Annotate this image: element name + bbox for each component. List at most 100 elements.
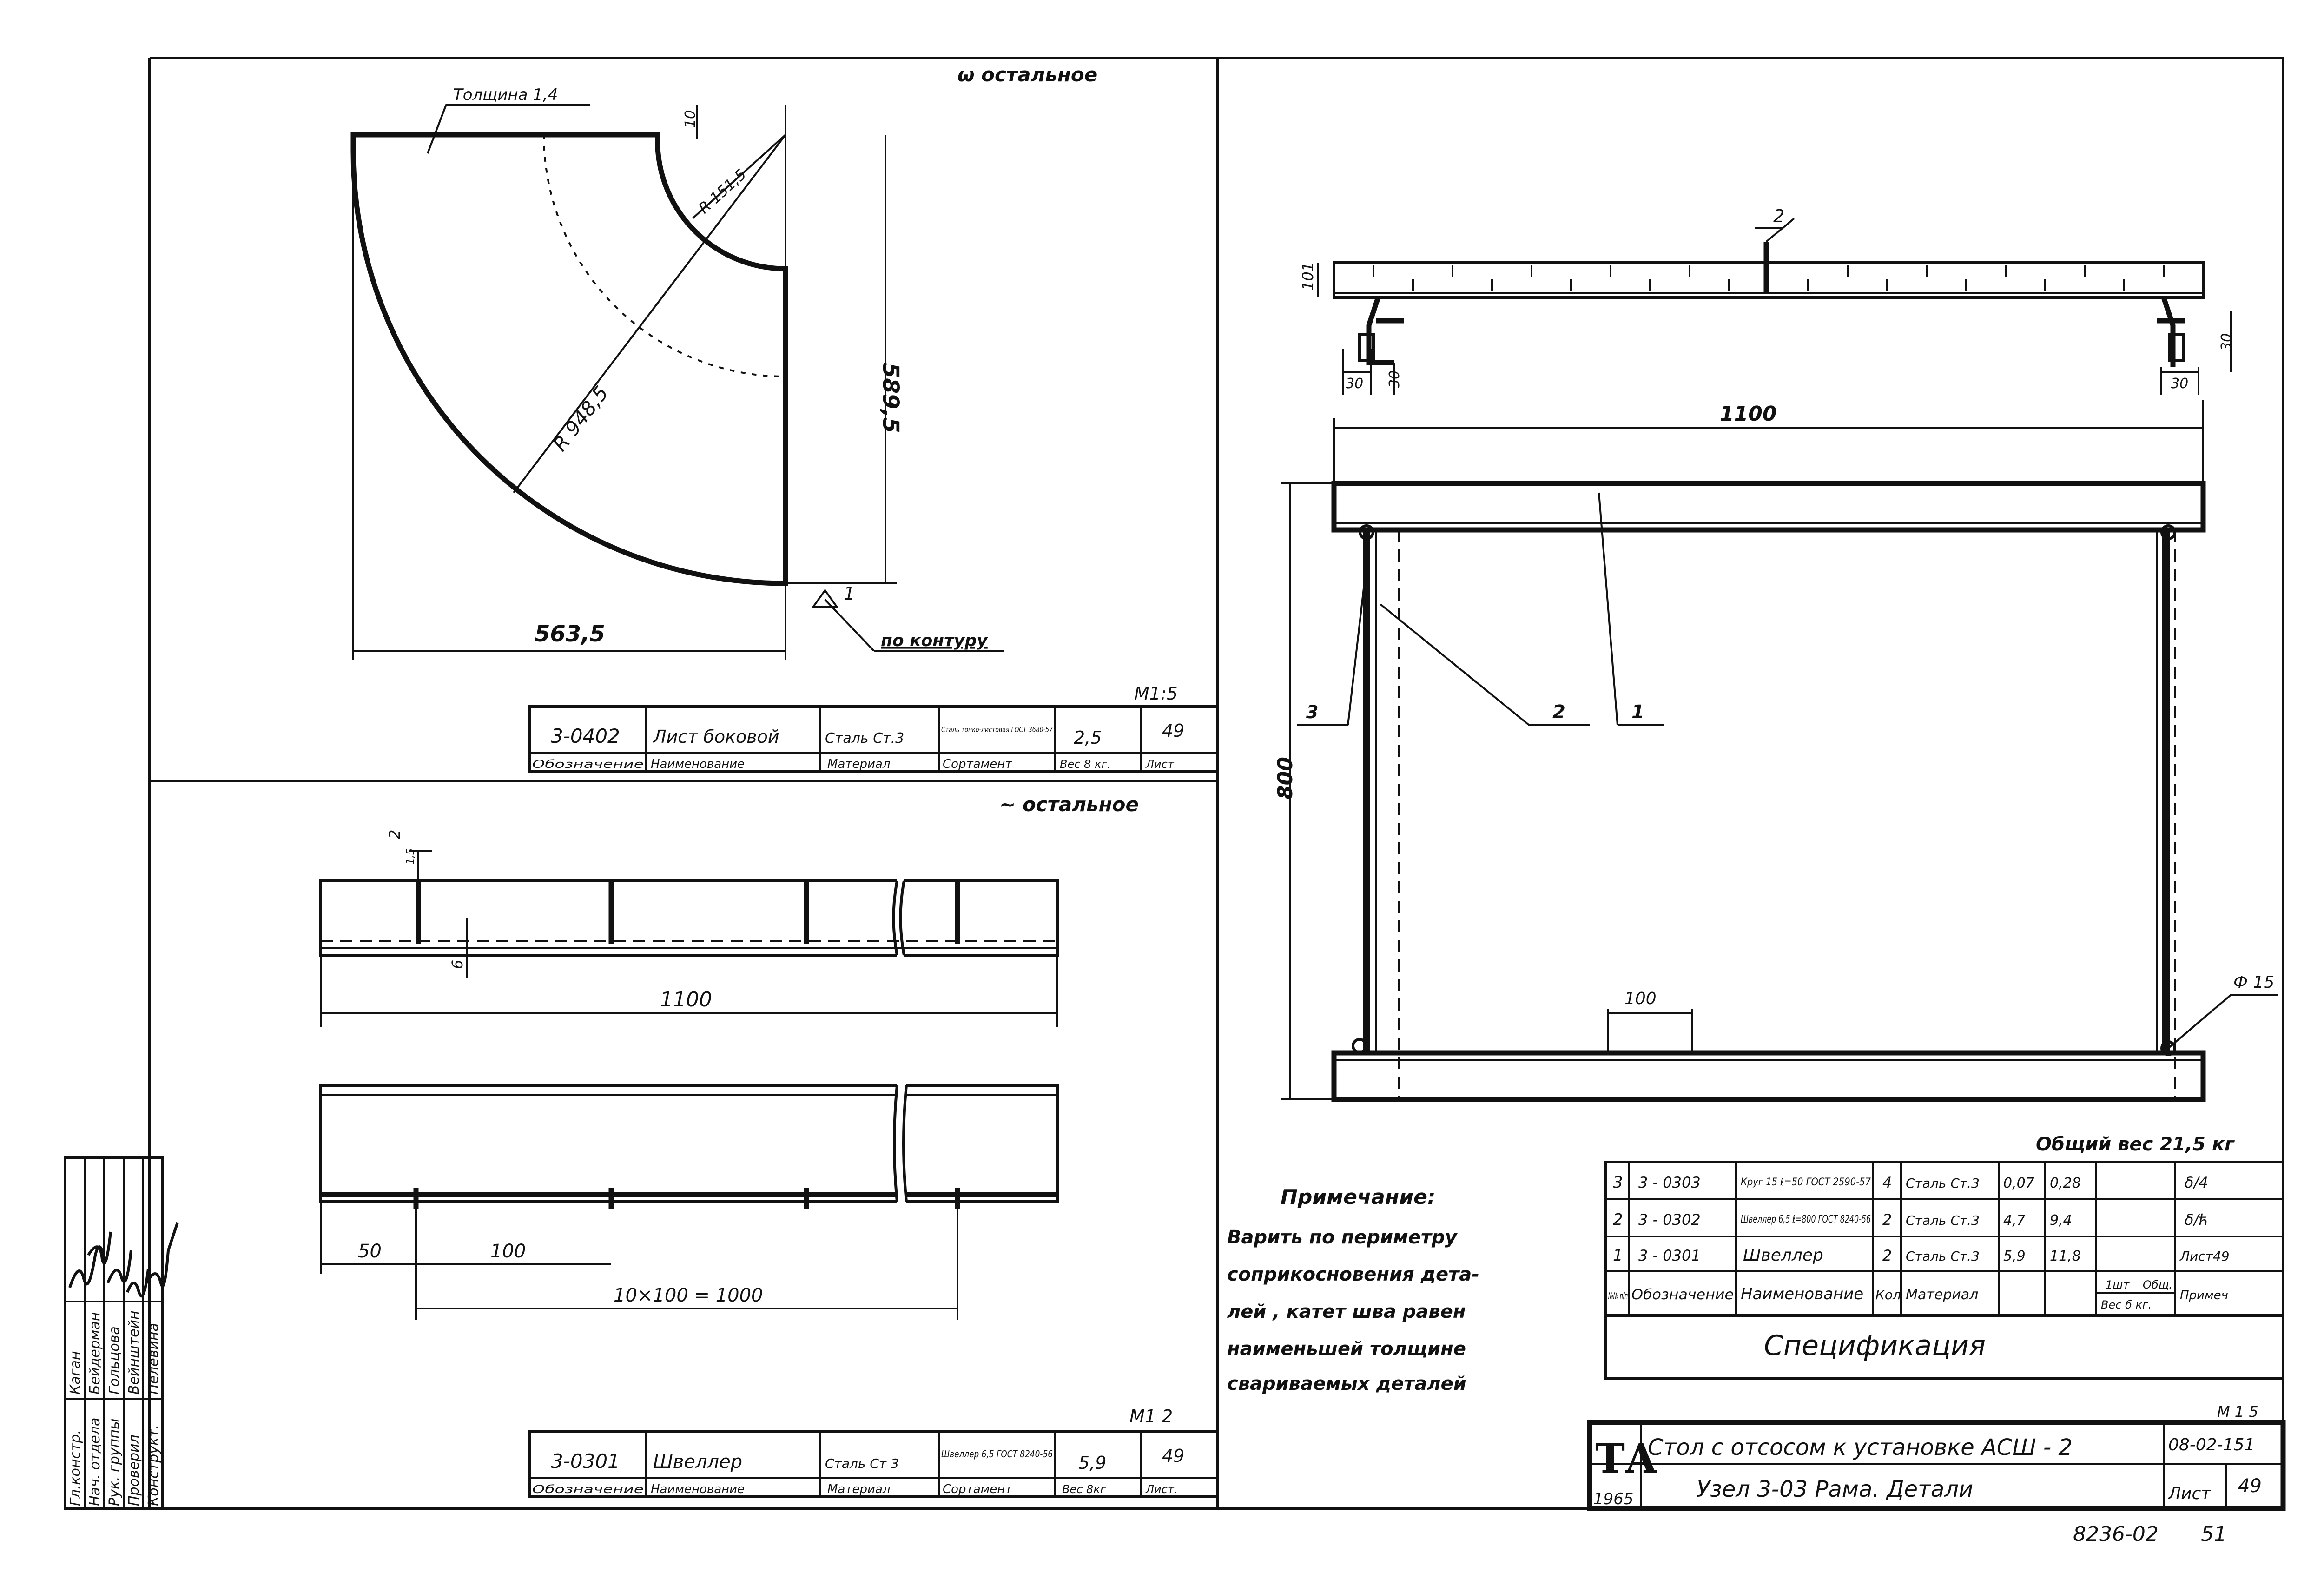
- dim-100: 100: [490, 1241, 526, 1262]
- tb-name: Лист боковой: [652, 727, 779, 747]
- callout-1: 1: [1631, 701, 1644, 723]
- tb-name: Швеллер: [653, 1451, 742, 1473]
- tb-assortment: Сталь тонко-листовая ГОСТ 3680-57: [941, 725, 1053, 734]
- stamp-role-2: Нач. отдела: [87, 1418, 103, 1506]
- note: Примечание: Варить по периметру соприкос…: [1227, 1185, 1479, 1395]
- thickness-leader: Толщина 1,4: [427, 86, 590, 154]
- code: 08-02-151: [2168, 1435, 2255, 1454]
- dim-chain: 10×100 = 1000: [614, 1285, 763, 1306]
- spec-h-no: №№ п/п: [1608, 1290, 1628, 1302]
- dim-small-10: 10: [682, 110, 699, 128]
- dim-1100: 1100: [660, 988, 712, 1011]
- spec-r2-qty: 2: [1882, 1211, 1892, 1229]
- spec-r2-name: Швеллер 6,5 ℓ=800 ГОСТ 8240-56: [1741, 1214, 1871, 1225]
- spec-h-w2: Общ.: [2143, 1278, 2172, 1291]
- radius-dimensions: 10 R 151,5 R 948,5: [513, 105, 786, 494]
- dim-top-15: 1,5: [405, 848, 416, 865]
- tb-material: Сталь Ст.3: [825, 730, 904, 747]
- top-dim-30d: 30: [2171, 376, 2188, 392]
- panel-side-sheet: ω остальное Толщина 1,4 10 R 151,5 R 948…: [350, 63, 1219, 773]
- spec-r3-qty: 2: [1882, 1247, 1892, 1264]
- spec-h-weight: Вес б кг.: [2101, 1298, 2152, 1311]
- spec-r3-no: 1: [1613, 1246, 1623, 1265]
- spec-r1-no: 3: [1613, 1173, 1623, 1192]
- spec-r2-no: 2: [1613, 1210, 1623, 1229]
- thickness-label: Толщина 1,4: [453, 86, 558, 104]
- spec-r3-name: Швеллер: [1743, 1246, 1823, 1265]
- spec-r2-w2: 9,4: [2050, 1212, 2072, 1229]
- weld-mark: 1 по контуру: [812, 583, 1004, 652]
- section-view: 2 101 30 30 30 30: [1299, 206, 2235, 395]
- spec-r2-note: δ/ћ: [2185, 1211, 2208, 1229]
- top-dim-101: 101: [1299, 262, 1317, 291]
- spec-r2-code: 3 - 0302: [1638, 1211, 1701, 1229]
- side-sheet-outline: [350, 132, 788, 586]
- tb-h-code: Обозначение: [532, 1483, 644, 1496]
- leader-2-top: 2: [1773, 206, 1784, 226]
- tb-code: 3-0301: [551, 1450, 620, 1473]
- stamp-role-1: Гл.констр.: [67, 1430, 84, 1506]
- scale: M1:5: [1134, 683, 1178, 704]
- tb-h-code: Обозначение: [532, 758, 644, 771]
- stamp-name-4: Вейнштейн: [126, 1310, 142, 1395]
- panel-frame-assembly: 2 101 30 30 30 30: [1227, 206, 2286, 1546]
- stamp-name-1: Каган: [67, 1351, 84, 1395]
- dim-r-outer: R 948,5: [548, 382, 613, 455]
- dim-1100: 1100: [1720, 402, 1776, 426]
- corner-note: ω остальное: [957, 63, 1097, 86]
- note-line-2: соприкосновения дета-: [1227, 1264, 1479, 1285]
- tb-sheet: 49: [1162, 1446, 1184, 1466]
- bottom-page: 51: [2201, 1522, 2227, 1546]
- tb-h-assortment: Сортамент: [943, 1482, 1012, 1496]
- spec-h-w1: 1шт: [2106, 1278, 2130, 1291]
- tb-h-material: Материал: [827, 757, 890, 771]
- note-title: Примечание:: [1281, 1185, 1436, 1209]
- note-line-3: лей , катет шва равен: [1227, 1301, 1466, 1322]
- spec-r1-code: 3 - 0303: [1638, 1174, 1701, 1191]
- tb-assortment: Швеллер 6,5 ГОСТ 8240-56: [941, 1448, 1053, 1460]
- size-dimensions: 589,5 563,5: [352, 135, 904, 660]
- panel-channel: ∼ остальное 2 1,5 6 1100: [319, 793, 1219, 1498]
- tb-h-weight: Вес 8кг: [1062, 1483, 1106, 1496]
- spec-h-name: Наименование: [1741, 1285, 1863, 1303]
- stamp-signatures: [68, 1222, 179, 1298]
- spec-h-material: Материал: [1906, 1287, 1978, 1303]
- tb-material: Сталь Ст 3: [825, 1456, 899, 1471]
- frame: 800 100 Ф 15: [1274, 481, 2278, 1102]
- spec-h-code: Обозначение: [1631, 1287, 1734, 1303]
- spec-r2-mat: Сталь Ст.3: [1906, 1213, 1980, 1228]
- scale: М 1 5: [2217, 1403, 2258, 1421]
- note-line-5: свариваемых деталей: [1227, 1373, 1466, 1395]
- bottom-code: 8236-02: [2073, 1522, 2159, 1546]
- dim-6: 6: [449, 960, 466, 969]
- diam-15: Ф 15: [2233, 973, 2274, 992]
- spec-r1-mat: Сталь Ст.3: [1906, 1176, 1980, 1191]
- scale: M1 2: [1129, 1406, 1173, 1427]
- tb-h-name: Наименование: [651, 1482, 745, 1496]
- dim-top-2: 2: [386, 830, 403, 839]
- stamp-name-5: Пелевина: [145, 1323, 162, 1395]
- title-line-2: Узел 3-03 Рама. Детали: [1697, 1476, 1973, 1502]
- stamp-role-5: Конструкт.: [145, 1425, 162, 1506]
- main-title-block: ТА 1965 Стол с отсосом к установке АСШ -…: [1587, 1403, 2286, 1511]
- spec-r1-note: δ/4: [2185, 1174, 2208, 1191]
- total-weight: Общий вес 21,5 кг: [2036, 1134, 2235, 1155]
- tb-weight: 2,5: [1074, 727, 1102, 748]
- tb-sheet: 49: [1162, 720, 1184, 741]
- side-stamp: Гл.констр. Каган Нач. отдела Бейдерман Р…: [64, 1156, 179, 1510]
- weld-note: по контуру: [881, 631, 988, 650]
- tb-code: 3-0402: [551, 725, 620, 747]
- logo-ta: ТА: [1595, 1435, 1657, 1482]
- weld-mark-number: 1: [844, 583, 855, 604]
- title-block-side-sheet: 3-0402 Лист боковой Сталь Ст.3 Сталь тон…: [528, 705, 1219, 773]
- spec-r1-w1: 0,07: [2003, 1175, 2034, 1191]
- corner-note: ∼ остальное: [999, 793, 1139, 816]
- tb-h-weight: Вес 8 кг.: [1060, 758, 1111, 771]
- specification-table: 3 3 - 0303 Круг 15 ℓ=50 ГОСТ 2590-57 4 С…: [1604, 1161, 2284, 1380]
- tb-h-name: Наименование: [651, 757, 745, 771]
- title-line-1: Стол с отсосом к установке АСШ - 2: [1648, 1434, 2073, 1461]
- spec-r1-w2: 0,28: [2050, 1175, 2081, 1191]
- note-line-4: наименьшей толщине: [1227, 1338, 1466, 1360]
